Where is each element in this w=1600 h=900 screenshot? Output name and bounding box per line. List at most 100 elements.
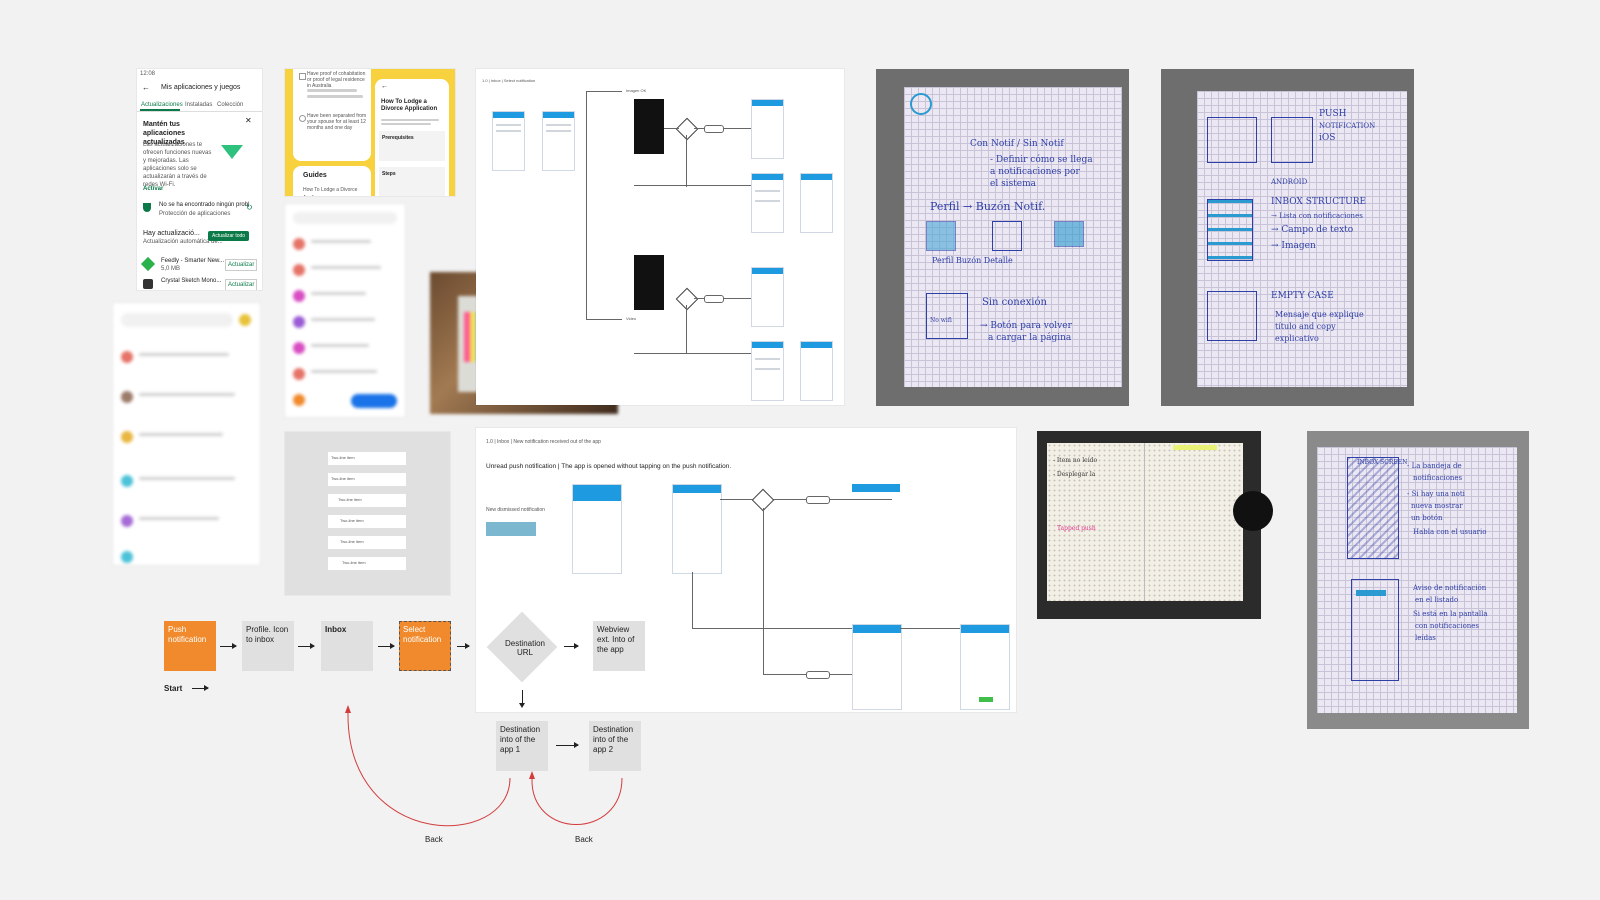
phone-left-bottom: Guides How To Lodge a Divorce Applic... — [293, 166, 371, 196]
screen-title: Mis aplicaciones y juegos — [161, 84, 241, 91]
sketch-photo-3: - Item no leído - Desplegar la Tapped pu… — [1037, 431, 1273, 619]
text-placeholder-line — [755, 200, 780, 202]
list-item[interactable]: Two-line item — [328, 494, 406, 507]
handwritten-note: NOTIFICATION — [1319, 122, 1376, 130]
handwritten-note: ANDROID — [1271, 178, 1308, 186]
update-all-button[interactable]: Actualizar todo — [208, 231, 250, 241]
avatar — [293, 238, 305, 250]
protect-sub: Protección de aplicaciones — [159, 211, 231, 217]
handwritten-note: leídas — [1415, 634, 1436, 642]
back-arrows — [345, 705, 623, 827]
app-name: Feedly - Smarter New... — [161, 258, 225, 264]
handwritten-note: explicativo — [1275, 334, 1319, 343]
wifi-icon — [221, 145, 243, 159]
guide-app-screenshot: Have proof of cohabitation or proof of l… — [285, 69, 455, 196]
checkbox-icon — [299, 115, 306, 122]
sketch-photo-1: Con Notif / Sin Notif - Definir cómo se … — [876, 69, 1129, 406]
highlight — [1173, 445, 1217, 450]
compose-button[interactable] — [351, 394, 397, 408]
avatar — [121, 515, 133, 527]
handwritten-note: iOS — [1319, 133, 1336, 143]
list-item[interactable]: Two-line item — [328, 452, 406, 465]
sketch-box — [926, 221, 956, 251]
requirement-text: Have been separated from your spouse for… — [307, 113, 367, 131]
mini-screen — [492, 111, 525, 171]
update-app-button[interactable]: Actualizar — [225, 259, 258, 271]
text-placeholder-line — [311, 266, 381, 269]
sketch-box — [1207, 199, 1253, 261]
tab-installed[interactable]: Instaladas — [185, 102, 213, 108]
connector-line — [694, 128, 774, 129]
list-item[interactable]: Two-line item — [328, 473, 406, 486]
mini-screen — [800, 173, 833, 233]
back-arrow-icon[interactable]: ← — [381, 83, 388, 90]
text-placeholder-line — [311, 318, 375, 321]
search-bar — [293, 212, 397, 224]
handwritten-note: a cargar la página — [988, 333, 1072, 343]
text-placeholder-line — [755, 190, 780, 192]
sketch-box — [1054, 221, 1084, 247]
steps-box[interactable]: Steps — [379, 167, 445, 196]
text-placeholder-line — [311, 370, 377, 373]
handwritten-note: Tapped push — [1057, 525, 1096, 532]
list-item[interactable]: Two-line item — [328, 557, 406, 570]
handwritten-note: título and copy — [1275, 322, 1336, 331]
flow-pill — [806, 496, 830, 504]
text-placeholder-line — [496, 130, 521, 132]
screen-inbox — [672, 484, 722, 574]
text-placeholder-line — [755, 368, 780, 370]
avatar — [293, 264, 305, 276]
enable-link[interactable]: Activar — [143, 186, 164, 192]
handwritten-note: - Item no leído — [1053, 457, 1098, 464]
text-placeholder-line — [381, 123, 431, 125]
connector-line — [686, 305, 687, 353]
sketch-box — [926, 293, 968, 339]
tab-updates[interactable]: Actualizaciones — [141, 102, 183, 108]
steps-label: Steps — [382, 171, 396, 177]
back-arrow-head-1 — [345, 705, 351, 713]
notebook-page: INBOX SCREEN - La bandeja de notificacio… — [1317, 447, 1517, 713]
requirement-text: Have proof of cohabitation or proof of l… — [307, 71, 366, 89]
profile-node: Profile. Icon to inbox — [242, 621, 294, 671]
list-item[interactable]: Two-line item — [328, 515, 406, 528]
protect-title: No se ha encontrado ningún probl. — [159, 202, 252, 208]
handwritten-note: con notificaciones — [1415, 622, 1480, 630]
avatar — [239, 314, 251, 326]
close-icon[interactable]: ✕ — [245, 116, 252, 125]
back-label-1: Back — [425, 835, 443, 844]
refresh-icon[interactable]: ↻ — [246, 203, 253, 212]
highlight — [1356, 590, 1386, 596]
guide-title: How To Lodge a Divorce Application — [381, 99, 438, 112]
mini-screen — [751, 341, 784, 401]
app-name: Crystal Sketch Mono... — [161, 278, 222, 284]
handwritten-note: Sin conexión — [982, 297, 1047, 308]
crystal-app-icon — [143, 279, 153, 289]
text-placeholder-line — [546, 130, 571, 132]
handwritten-note: EMPTY CASE — [1271, 291, 1334, 301]
tab-collection[interactable]: Colección — [217, 102, 244, 108]
flow-arrow — [457, 643, 470, 649]
handwritten-note: Si está en la pantalla — [1413, 610, 1488, 618]
handwritten-note: a notificaciones por — [990, 167, 1080, 177]
flow-breadcrumb: 1.0 | Inbox | New notification received … — [486, 439, 601, 445]
handwritten-note: - Si hay una noti — [1407, 490, 1465, 498]
back-path-2 — [531, 777, 623, 825]
screen-detail — [852, 624, 902, 710]
messages-screenshot — [285, 204, 405, 417]
avatar — [293, 342, 305, 354]
update-app-button[interactable]: Actualizar — [225, 279, 258, 290]
back-arrow-head-2 — [529, 771, 535, 779]
avatar — [293, 316, 305, 328]
flow-pill — [806, 671, 830, 679]
handwritten-note: Habla con el usuario — [1413, 528, 1487, 536]
back-arrow-icon[interactable]: ← — [142, 83, 150, 92]
wireframe-list: Two-line item Two-line item Two-line ite… — [285, 432, 450, 595]
connector-line — [586, 319, 622, 320]
prereq-box[interactable]: Prerequisites — [379, 131, 445, 161]
connector-line — [586, 91, 622, 92]
tab-bar: Actualizaciones Instaladas Colección — [137, 99, 262, 112]
handwritten-note: Aviso de notificación — [1413, 584, 1487, 592]
update-card-title: Mantén tus aplicaciones actualizadas — [143, 121, 186, 146]
flow-title: 1.0 | Inbox | Select notification — [482, 78, 536, 83]
list-item[interactable]: Two-line item — [328, 536, 406, 549]
